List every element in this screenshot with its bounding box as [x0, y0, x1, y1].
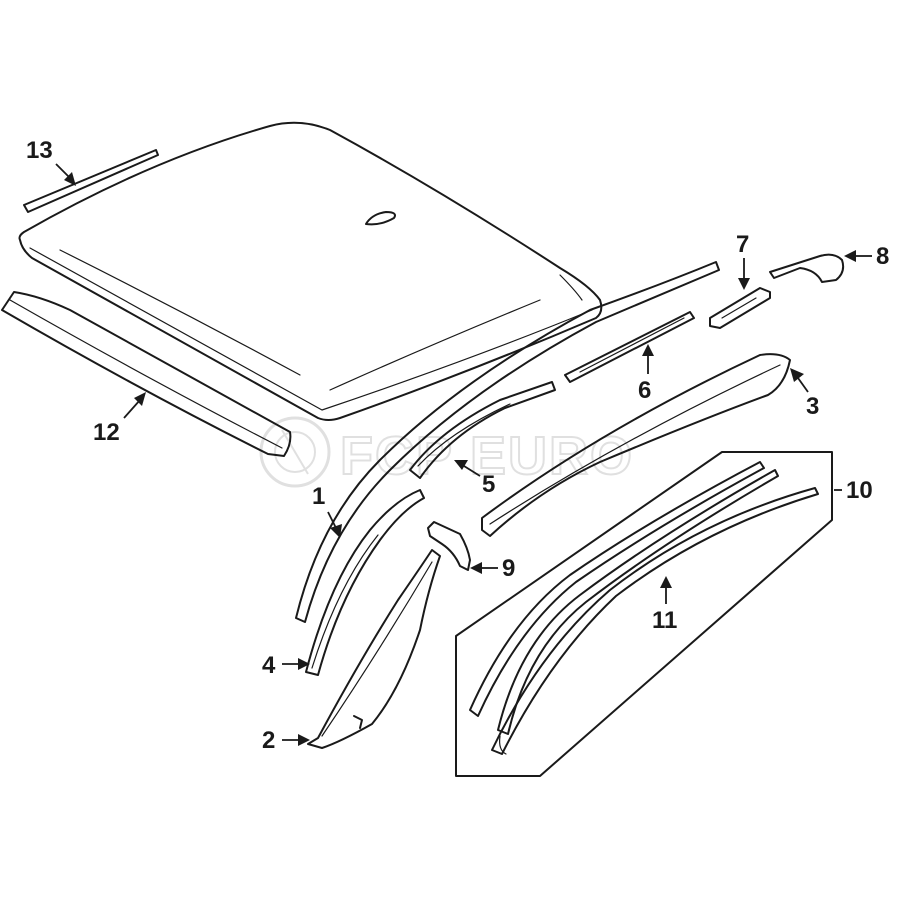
callout-1-label: 1 [312, 483, 325, 510]
callout-11: 11 [652, 576, 677, 634]
part-4-seal [305, 489, 425, 676]
callout-13: 13 [26, 137, 76, 186]
callout-6-label: 6 [638, 377, 651, 404]
part-12-rear-strip [1, 291, 292, 457]
part-5-weatherstrip [409, 381, 556, 479]
callout-2: 2 [262, 727, 310, 754]
callout-12: 12 [93, 392, 146, 446]
callout-9-label: 9 [502, 555, 515, 582]
callout-7: 7 [736, 231, 750, 290]
part-8-end-cap [769, 253, 845, 283]
part-10-kit-box [455, 451, 833, 777]
part-13-roof-strip [23, 149, 159, 213]
part-7-clip [709, 287, 771, 329]
roof-panel [18, 121, 603, 421]
callout-6: 6 [638, 344, 654, 404]
callout-9: 9 [470, 555, 515, 582]
callout-4-label: 4 [262, 652, 276, 679]
part-1-roof-molding [295, 261, 720, 623]
callout-3-label: 3 [806, 393, 819, 420]
part-11-trim-strips [469, 461, 819, 755]
part-3-rail-cover [481, 353, 791, 537]
callout-10-label: 10 [846, 477, 873, 504]
callout-1: 1 [312, 483, 342, 538]
callout-2-label: 2 [262, 727, 275, 754]
part-9-bracket [427, 521, 471, 571]
callout-12-label: 12 [93, 419, 120, 446]
part-6-weatherstrip [564, 311, 695, 383]
callout-11-label: 11 [652, 607, 677, 634]
callout-3: 3 [790, 368, 819, 420]
callout-10: 10 [834, 477, 873, 504]
callout-13-label: 13 [26, 137, 53, 164]
watermark-logo: FCP EURO [259, 416, 634, 488]
callout-8: 8 [844, 243, 889, 270]
callout-5-label: 5 [482, 471, 495, 498]
part-2-pillar-trim [307, 549, 441, 749]
callout-7-label: 7 [736, 231, 749, 258]
callout-5: 5 [454, 460, 495, 498]
callout-8-label: 8 [876, 243, 889, 270]
callout-4: 4 [262, 652, 310, 679]
watermark-text: FCP EURO [340, 426, 634, 486]
